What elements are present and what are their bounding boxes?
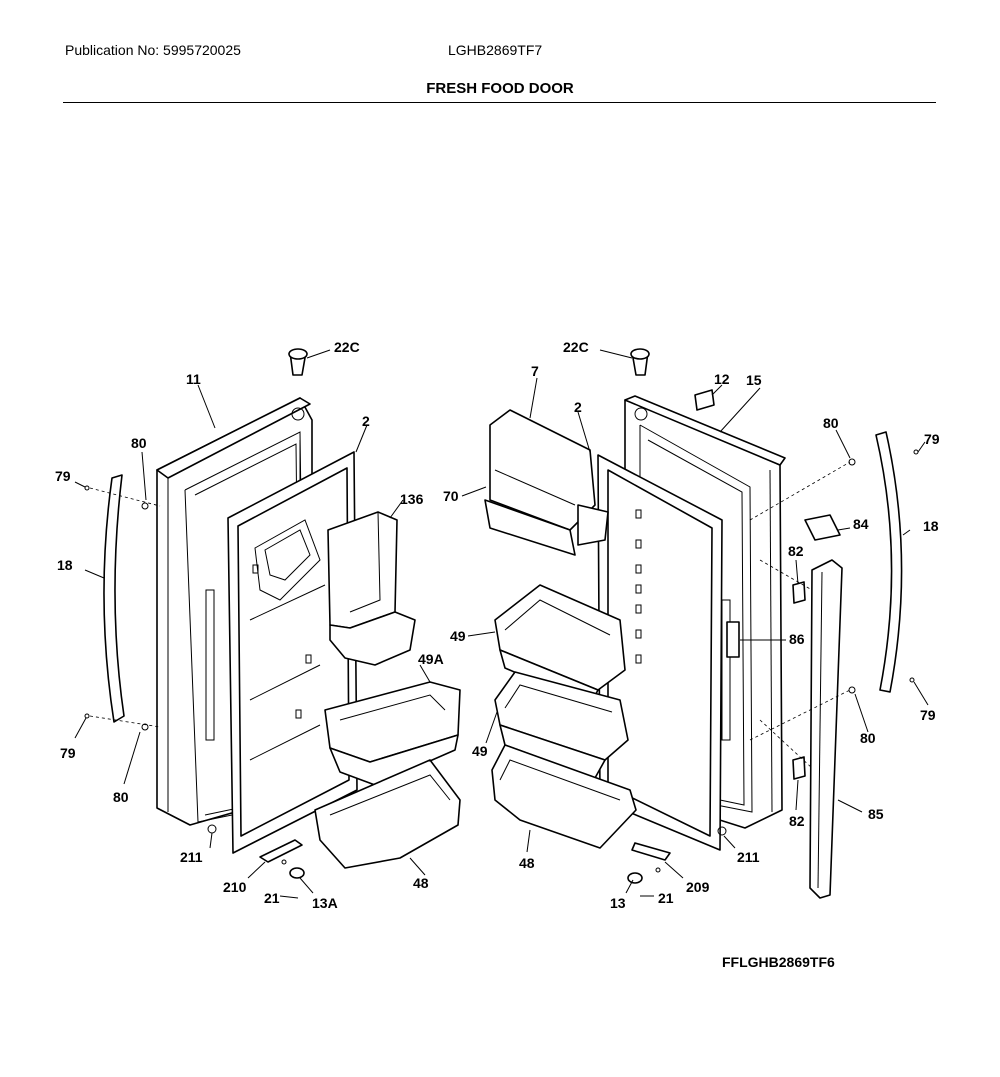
callout-21-left: 21 xyxy=(264,890,280,906)
callout-211-right: 211 xyxy=(737,849,760,865)
callout-79-bottom-right: 79 xyxy=(920,707,936,723)
right-gasket-2 xyxy=(597,454,723,851)
callout-21-right: 21 xyxy=(658,890,674,906)
leader-lines xyxy=(74,349,929,899)
callout-79-top-left: 79 xyxy=(55,468,71,484)
callout-85: 85 xyxy=(868,806,884,822)
callout-2-right: 2 xyxy=(574,399,582,415)
callout-136: 136 xyxy=(400,491,424,507)
callout-79-bottom-left: 79 xyxy=(60,745,76,761)
callout-80-top-left: 80 xyxy=(131,435,147,451)
callout-70: 70 xyxy=(443,488,459,504)
left-hinge-parts xyxy=(84,348,308,879)
callout-7: 7 xyxy=(531,363,539,379)
callout-49-bottom: 49 xyxy=(472,743,488,759)
model-number: LGHB2869TF7 xyxy=(448,42,543,58)
callout-84: 84 xyxy=(853,516,869,532)
handle-18-left xyxy=(103,474,125,723)
callout-48-right: 48 xyxy=(519,855,535,871)
callout-82-top: 82 xyxy=(788,543,804,559)
callout-labels: 22C 11 80 79 18 79 80 2 136 49A 211 210 … xyxy=(55,339,940,911)
handle-18-right xyxy=(875,431,903,693)
callout-48-left: 48 xyxy=(413,875,429,891)
callout-80-bottom-right: 80 xyxy=(860,730,876,746)
publication-number: Publication No: 5995720025 xyxy=(65,42,241,58)
callout-12: 12 xyxy=(714,371,730,387)
callout-15: 15 xyxy=(746,372,762,388)
callout-49a: 49A xyxy=(418,651,444,667)
callout-11: 11 xyxy=(186,371,201,387)
diagram-title: FRESH FOOD DOOR xyxy=(426,80,574,97)
right-hinge-parts xyxy=(627,348,919,884)
callout-18-left: 18 xyxy=(57,557,73,573)
callout-79-top-right: 79 xyxy=(924,431,940,447)
left-liner-detail xyxy=(249,519,326,761)
bin-7-70 xyxy=(484,409,609,556)
callout-80-top-right: 80 xyxy=(823,415,839,431)
callout-13a: 13A xyxy=(312,895,338,911)
callout-86: 86 xyxy=(789,631,805,647)
callout-18-right: 18 xyxy=(923,518,939,534)
callout-22c-left: 22C xyxy=(334,339,360,355)
callout-2-left: 2 xyxy=(362,413,370,429)
shelf-49-bottom xyxy=(494,671,629,779)
callout-210: 210 xyxy=(223,879,247,895)
bin-48-right xyxy=(491,744,637,849)
diagram-code: FFLGHB2869TF6 xyxy=(722,954,835,970)
callout-80-bottom-left: 80 xyxy=(113,789,129,805)
assembly-dashes xyxy=(89,461,851,769)
callout-13: 13 xyxy=(610,895,626,911)
trim-85 xyxy=(809,559,843,899)
callout-209: 209 xyxy=(686,879,710,895)
callout-82-bottom: 82 xyxy=(789,813,805,829)
callout-49-top: 49 xyxy=(450,628,466,644)
callout-22c-right: 22C xyxy=(563,339,589,355)
callout-211-left: 211 xyxy=(180,849,203,865)
header-rule xyxy=(63,102,936,103)
right-liner-detail xyxy=(635,509,642,664)
bin-48-left xyxy=(314,759,461,869)
shelf-49a xyxy=(324,681,461,786)
bin-136 xyxy=(327,511,416,666)
left-gasket-2 xyxy=(227,451,358,854)
